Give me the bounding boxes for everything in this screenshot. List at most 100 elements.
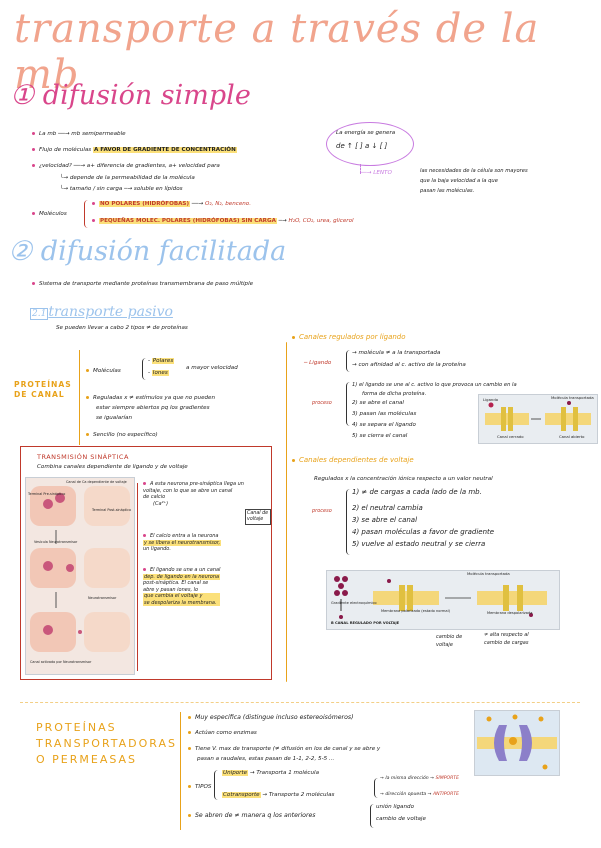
section-divider: [20, 702, 580, 703]
ligand-def-b: → con afinidad al c. activo de la proteí…: [352, 362, 466, 368]
molecule-dot: [567, 401, 571, 405]
synapse-note1: A esta neurona pre-sináptica llega un vo…: [143, 481, 244, 507]
channel-molecules: Moléculas: [86, 368, 121, 375]
lbl-neurotransmitter: Neurotransmisor: [88, 596, 117, 600]
lbl-pre-terminal: Terminal Pre-sináptico: [28, 492, 66, 496]
uniporte-line: Uniporte → Transporta 1 molécula: [222, 770, 320, 776]
cotransporte-line: Cotransporte → Transporta 2 moléculas: [222, 792, 335, 798]
fig2-molecule-label: Molécula transportada: [467, 571, 510, 576]
voltage-regulated: Regulados x la concentración iónica resp…: [314, 476, 493, 482]
ion-dot-8: [529, 613, 533, 617]
transporter-types-label: TIPOS: [188, 784, 211, 791]
s1-speed-sub2: └→ tamaño / sin carga ─→ soluble en lípi…: [60, 186, 183, 192]
channel-types-bracket: [286, 342, 287, 682]
antiporte-line: → dirección opuesta → ANTIPORTE: [380, 792, 460, 797]
fig2-gradient-label: Gradiente electroquímico: [331, 601, 377, 605]
fig1-closed-label: Canal cerrado: [497, 434, 524, 439]
mol-polar: - Polares: [148, 358, 175, 364]
fig1-ligand-label: Ligando: [483, 397, 499, 402]
fig1-molecule-label: Molécula transportada: [551, 395, 594, 400]
channel-open-a: [561, 407, 566, 431]
two-types-note: Se pueden llevar a cabo 2 tipos ≠ de pro…: [56, 325, 188, 331]
gradient-highlight: A FAVOR DE GRADIENTE DE CONCENTRACIÓN: [93, 147, 237, 153]
transporter-opening: Se abren de ≠ manera q los anteriores: [188, 812, 316, 820]
ion-dot-7: [387, 579, 391, 583]
regulated-l3: se igualarían: [96, 415, 133, 421]
mol-speed: a mayor velocidad: [186, 365, 238, 371]
energy-connector: [360, 164, 362, 174]
s1-bullet-molecules: Moléculos: [32, 211, 67, 218]
vesicle-4: [66, 564, 74, 572]
vesicle-1: [43, 499, 53, 509]
membrane-right: [545, 413, 591, 425]
transporter-vmax-l2: pasan a raudales, estas pasan de 1-1, 2-…: [197, 756, 335, 762]
fig1-open-label: Canal abierto: [559, 434, 585, 439]
ligand-process-label: proceso: [312, 400, 332, 406]
fig2-caption: B CANAL REGULADO POR VOLTAJE: [331, 621, 400, 625]
section1-heading: ① difusión simple: [10, 80, 251, 111]
ion-dot-5: [342, 590, 348, 596]
fig2-depolarized-label: Membrana despolarizada: [487, 611, 533, 615]
energy-note-l1: La energía se genera: [336, 130, 396, 136]
synaptic-transmission-box: TRANSMISIÓN SINÁPTICA Combina canales de…: [20, 446, 272, 680]
ligand-step2: 2) se abre el canal: [352, 400, 404, 406]
ion-dot-3: [338, 583, 344, 589]
ion-dot-4: [334, 590, 340, 596]
s1-speed-sub1: └→ depende de la permeabilidad de la mol…: [60, 175, 195, 181]
lbl-vesicle: Vesícula Neurotransmisor: [34, 540, 78, 544]
transporter-svg: [477, 714, 557, 770]
lbl-ca-channel: Canal de Ca dependiente de voltaje: [66, 480, 127, 484]
s2-bullet-system: Sistema de transporte mediante proteínas…: [32, 281, 253, 288]
vesicle-5: [43, 625, 53, 635]
slow-label: ──→ LENTO: [360, 170, 392, 176]
transporter-figure: [474, 710, 560, 776]
slow-note-l3: pasan las moléculas.: [420, 188, 475, 194]
small-polar-line: PEQUEÑAS MOLEC. POLARES (HIDRÓFOBAS) SIN…: [92, 218, 354, 225]
ligand-channel-figure: Molécula transportada Canal cerrado Cana…: [478, 394, 598, 444]
synapse-title: TRANSMISIÓN SINÁPTICA: [37, 453, 129, 461]
molecules-bracket: [84, 200, 89, 228]
synapse-note3: El ligando se une a un canal dep. de lig…: [143, 567, 221, 606]
carrier-left: [494, 725, 507, 761]
ligand-channel-heading: Canales regulados por ligando: [292, 333, 406, 342]
vchannel-open-a: [503, 585, 509, 611]
fig2-polarized-label: Membrana polarizada (estado normal): [381, 609, 450, 613]
channel-vline: [79, 350, 80, 445]
channel-closed-a: [501, 407, 506, 431]
voltage-note2-l1: ≠ alta respecto al: [484, 632, 529, 638]
membrane-polarized: [373, 591, 439, 605]
channel-closed-b: [508, 407, 513, 431]
nt-dot: [78, 630, 82, 634]
lbl-activated-channel: Canal activado por Neurotransmisor: [30, 660, 92, 664]
carrier-right: [519, 725, 532, 761]
solute-dot-4: [542, 764, 548, 770]
voltage-process-bracket: [346, 489, 351, 555]
transporter-enzymes: Actúan como enzimas: [188, 730, 257, 737]
slow-note-l1: las necesidades de la célula son mayores: [420, 168, 528, 174]
ligand-step1b: forma de dicha proteína.: [362, 391, 427, 397]
transporter-vmax-l1: Tiene V. max de transporte (≠ difusión e…: [188, 746, 380, 753]
vchannel-open-b: [517, 585, 523, 611]
voltage-channel-svg: [334, 576, 547, 619]
solute-dot-3: [512, 714, 518, 720]
section2-heading: ② difusión facilitada: [8, 236, 287, 267]
ligand-label: ─ Ligando: [304, 360, 332, 366]
voltage-step1: 1) ≠ de cargas a cada lado de la mb.: [352, 488, 482, 496]
vesicle-2: [55, 493, 65, 503]
ion-dot-1: [334, 576, 340, 582]
ligand-process-bracket: [346, 382, 351, 426]
transporter-specific: Muy específica (distingue incluso estere…: [188, 714, 354, 722]
mol-ions: - Iones: [148, 370, 169, 376]
voltage-channel-heading: Canales dependientes de voltaje: [292, 456, 414, 465]
voltage-note1-l1: cambio de: [436, 634, 463, 640]
vesicle-3: [43, 561, 53, 571]
pre-terminal-2: [30, 548, 76, 588]
opening-bracket: [370, 804, 375, 828]
ligand-def-a: → molécula ≠ a la transportada: [352, 350, 441, 356]
ligand-step3: 3) pasan las moléculas: [352, 411, 417, 417]
vchannel-closed-a: [399, 585, 405, 611]
ligand-bracket: [346, 350, 351, 372]
carrier-membrane: [477, 737, 557, 749]
